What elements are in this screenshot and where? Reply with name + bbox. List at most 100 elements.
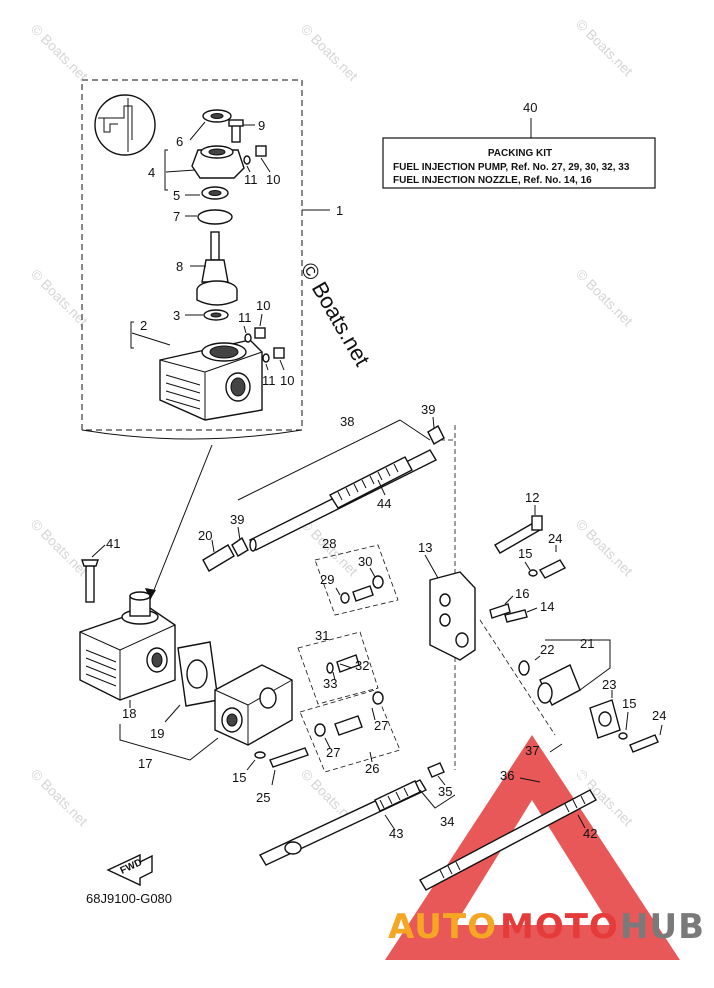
svg-text:10: 10 bbox=[280, 373, 294, 388]
bearing-3: 3 bbox=[173, 308, 229, 323]
bolt-24-top: 24 bbox=[538, 531, 567, 579]
washer-11-top: 11 bbox=[243, 155, 258, 187]
svg-text:18: 18 bbox=[122, 706, 136, 721]
packing-kit-number: 40 bbox=[523, 100, 537, 115]
svg-text:25: 25 bbox=[256, 790, 270, 805]
bolt-9: 9 bbox=[228, 118, 265, 143]
assembly-31: 31 32 33 bbox=[297, 628, 379, 705]
shaft-43: 43 bbox=[259, 779, 427, 866]
svg-text:42: 42 bbox=[583, 826, 597, 841]
svg-text:41: 41 bbox=[106, 536, 120, 551]
svg-text:39: 39 bbox=[230, 512, 244, 527]
bracket-34: 34 bbox=[419, 789, 456, 829]
bearing-5: 5 bbox=[173, 186, 229, 203]
svg-text:6: 6 bbox=[176, 134, 183, 149]
brand-wordmark: AUTO MOTO HUB bbox=[388, 907, 704, 947]
hose-36-37: 37 36 bbox=[500, 740, 591, 811]
svg-text:28: 28 bbox=[322, 536, 336, 551]
packing-kit-title: PACKING KIT bbox=[488, 148, 552, 159]
svg-text:15: 15 bbox=[622, 696, 636, 711]
watermark-text: © Boats.net bbox=[573, 266, 636, 329]
guide-line bbox=[479, 619, 556, 736]
packing-kit-box: 40 PACKING KIT FUEL INJECTION PUMP, Ref.… bbox=[382, 100, 656, 189]
svg-text:15: 15 bbox=[518, 546, 532, 561]
shaft-42: 42 bbox=[419, 789, 597, 891]
callout-1: 1 bbox=[336, 203, 343, 218]
washer-15-top: 15 bbox=[518, 546, 538, 577]
screw-10-lower: 10 bbox=[273, 347, 294, 388]
screw-10-middle: 10 bbox=[254, 298, 270, 339]
svg-text:30: 30 bbox=[358, 554, 372, 569]
brand-moto: MOTO bbox=[500, 907, 619, 947]
svg-text:24: 24 bbox=[548, 531, 562, 546]
svg-text:43: 43 bbox=[389, 826, 403, 841]
washer-11-lower: 11 bbox=[262, 353, 276, 388]
svg-text:39: 39 bbox=[421, 402, 435, 417]
bolt-25: 25 bbox=[256, 747, 309, 805]
shaft-8: 8 bbox=[176, 231, 238, 306]
washer-15-left: 15 bbox=[232, 751, 266, 785]
svg-text:21: 21 bbox=[580, 636, 594, 651]
svg-text:10: 10 bbox=[256, 298, 270, 313]
svg-text:17: 17 bbox=[138, 756, 152, 771]
svg-text:11: 11 bbox=[262, 373, 276, 388]
svg-text:3: 3 bbox=[173, 308, 180, 323]
watermark-text: © Boats.net bbox=[28, 21, 91, 84]
watermark-copyright: © Boats.net bbox=[296, 258, 375, 370]
watermark-text: © Boats.net bbox=[298, 21, 361, 84]
watermark-text: © Boats.net bbox=[573, 16, 636, 79]
svg-text:5: 5 bbox=[173, 188, 180, 203]
fwd-arrow-icon: FWD bbox=[106, 853, 153, 887]
svg-text:27: 27 bbox=[326, 745, 340, 760]
cylinder-body-2: 2 bbox=[130, 318, 263, 421]
svg-text:11: 11 bbox=[238, 310, 252, 325]
bolt-41: 41 bbox=[81, 536, 120, 603]
watermark-text: © Boats.net bbox=[28, 766, 91, 829]
svg-text:24: 24 bbox=[652, 708, 666, 723]
svg-text:16: 16 bbox=[515, 586, 529, 601]
svg-text:26: 26 bbox=[365, 761, 379, 776]
svg-text:2: 2 bbox=[140, 318, 147, 333]
svg-text:19: 19 bbox=[150, 726, 164, 741]
bearing-6: 6 bbox=[176, 109, 232, 149]
svg-text:27: 27 bbox=[374, 718, 388, 733]
svg-text:20: 20 bbox=[198, 528, 212, 543]
svg-text:10: 10 bbox=[266, 172, 280, 187]
screw-14: 14 bbox=[504, 599, 554, 623]
svg-text:31: 31 bbox=[315, 628, 329, 643]
svg-text:36: 36 bbox=[500, 768, 514, 783]
inset-box: 1 bbox=[81, 79, 343, 601]
svg-text:11: 11 bbox=[244, 172, 258, 187]
packing-kit-line1: FUEL INJECTION PUMP, Ref. No. 27, 29, 30… bbox=[393, 162, 630, 173]
watermark-text: © Boats.net bbox=[28, 516, 91, 579]
svg-text:22: 22 bbox=[540, 642, 554, 657]
svg-text:34: 34 bbox=[440, 814, 454, 829]
assembly-28: 28 29 30 bbox=[314, 536, 399, 616]
svg-text:35: 35 bbox=[438, 784, 452, 799]
bracket-17: 17 bbox=[119, 724, 219, 771]
svg-text:8: 8 bbox=[176, 259, 183, 274]
nozzle-block-13: 13 bbox=[418, 540, 476, 661]
part-code: 68J9100-G080 bbox=[86, 891, 172, 906]
svg-text:37: 37 bbox=[525, 743, 539, 758]
clip-39-lower: 39 bbox=[230, 512, 249, 557]
svg-text:7: 7 bbox=[173, 209, 180, 224]
screw-10-top: 10 bbox=[255, 145, 280, 187]
svg-text:13: 13 bbox=[418, 540, 432, 555]
pin-20: 20 bbox=[198, 528, 235, 572]
sensor-21: 21 bbox=[537, 636, 611, 706]
clip-35: 35 bbox=[427, 762, 452, 799]
bolt-24-right: 24 bbox=[629, 708, 666, 753]
o-ring-7: 7 bbox=[173, 209, 233, 225]
brand-auto: AUTO bbox=[388, 907, 497, 947]
watermark-text: © Boats.net bbox=[573, 516, 636, 579]
bolt-12: 12 bbox=[494, 490, 543, 554]
svg-text:32: 32 bbox=[355, 658, 369, 673]
svg-text:4: 4 bbox=[148, 165, 155, 180]
svg-text:44: 44 bbox=[377, 496, 391, 511]
svg-text:38: 38 bbox=[340, 414, 354, 429]
pump-housing-18: 18 bbox=[79, 591, 176, 721]
packing-kit-line2: FUEL INJECTION NOZZLE, Ref. No. 14, 16 bbox=[393, 175, 592, 186]
svg-text:12: 12 bbox=[525, 490, 539, 505]
